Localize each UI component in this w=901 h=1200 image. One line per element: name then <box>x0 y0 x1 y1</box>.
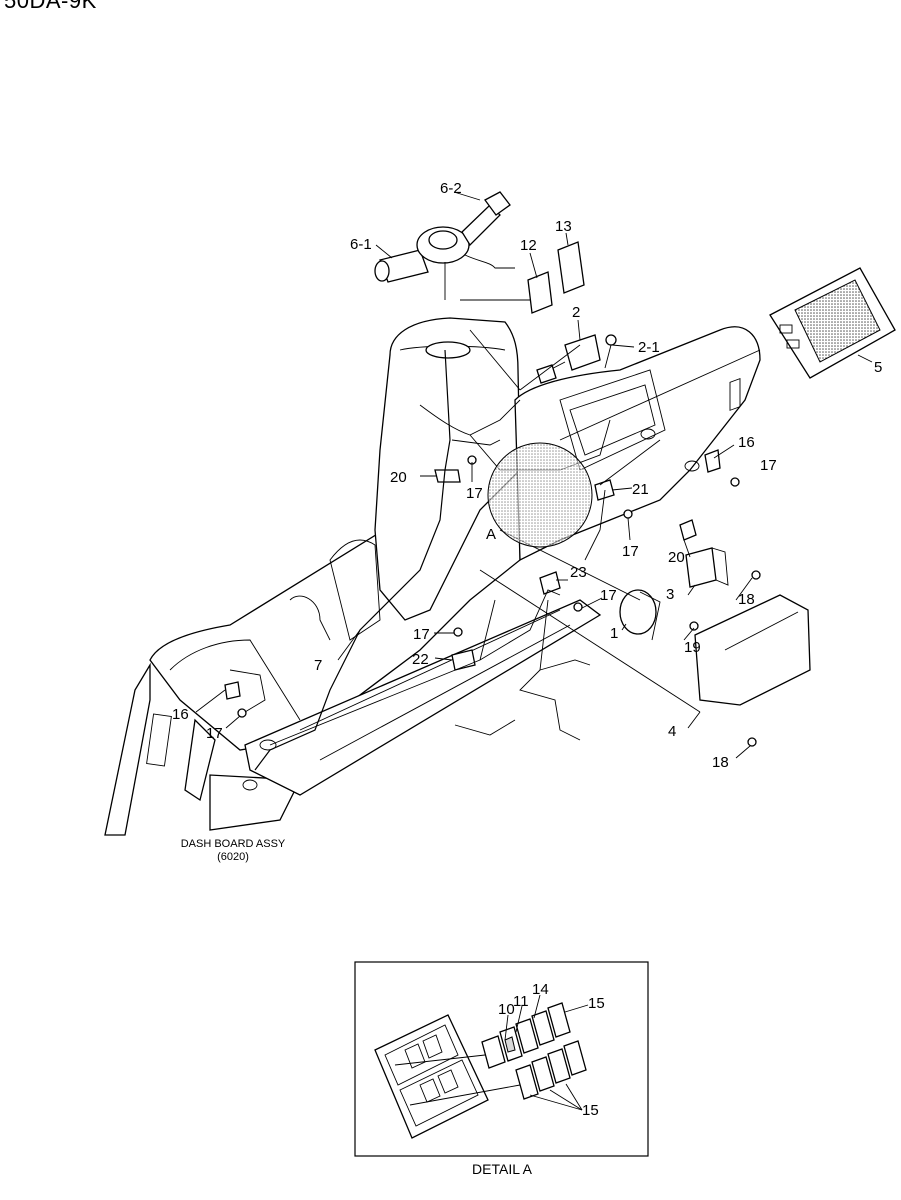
dash-caption-line2: (6020) <box>217 851 249 863</box>
label-20-left: 20 <box>390 469 407 486</box>
leader-lines <box>195 191 873 759</box>
label-6-2: 6-2 <box>440 180 462 197</box>
label-23: 23 <box>570 564 587 581</box>
detail-label-10: 10 <box>498 1001 515 1018</box>
detail-label-15-top: 15 <box>588 995 605 1012</box>
key-switch <box>536 334 617 384</box>
dash-board-assy <box>104 317 761 836</box>
label-17-center: 17 <box>466 485 483 502</box>
multifunction-switch <box>374 191 515 300</box>
label-2-1: 2-1 <box>638 339 660 356</box>
label-6-1: 6-1 <box>350 236 372 253</box>
detail-label-15-bottom: 15 <box>582 1102 599 1119</box>
controller-box <box>694 378 811 706</box>
label-20-right: 20 <box>668 549 685 566</box>
label-13: 13 <box>555 218 572 235</box>
model-code: 50DA-9K <box>4 0 97 13</box>
label-5: 5 <box>874 359 882 376</box>
clips <box>224 449 761 747</box>
label-17-mid: 17 <box>622 543 639 560</box>
label-17-left-mid: 17 <box>413 626 430 643</box>
detail-a-caption: DETAIL A <box>472 1161 533 1177</box>
label-2: 2 <box>572 304 580 321</box>
label-1: 1 <box>610 625 618 642</box>
instrument-cluster <box>769 267 896 379</box>
detail-a-box: 10 11 14 15 15 <box>354 961 649 1157</box>
label-18-top: 18 <box>738 591 755 608</box>
label-16-right: 16 <box>738 434 755 451</box>
label-A: A <box>486 526 496 543</box>
label-17-right-top: 17 <box>760 457 777 474</box>
wiring-harness <box>229 349 661 771</box>
label-17-left-low: 17 <box>206 725 223 742</box>
label-7: 7 <box>314 657 322 674</box>
label-18-bottom: 18 <box>712 754 729 771</box>
detail-a-marker <box>487 442 593 548</box>
detail-label-11: 11 <box>513 993 529 1010</box>
label-12: 12 <box>520 237 537 254</box>
switch-caps <box>527 241 585 314</box>
detail-label-14: 14 <box>532 981 549 998</box>
label-4: 4 <box>668 723 676 740</box>
label-21: 21 <box>632 481 649 498</box>
label-3: 3 <box>666 586 674 603</box>
label-19: 19 <box>684 639 701 656</box>
dash-caption-line1: DASH BOARD ASSY <box>181 838 286 850</box>
relay <box>685 547 729 588</box>
label-16-left: 16 <box>172 706 189 723</box>
buzzer <box>619 589 661 641</box>
label-22: 22 <box>412 651 429 668</box>
label-17-lower: 17 <box>600 587 617 604</box>
part-labels: 6-2 6-1 12 13 2 2-1 5 16 17 20 17 21 A 1… <box>172 180 882 771</box>
